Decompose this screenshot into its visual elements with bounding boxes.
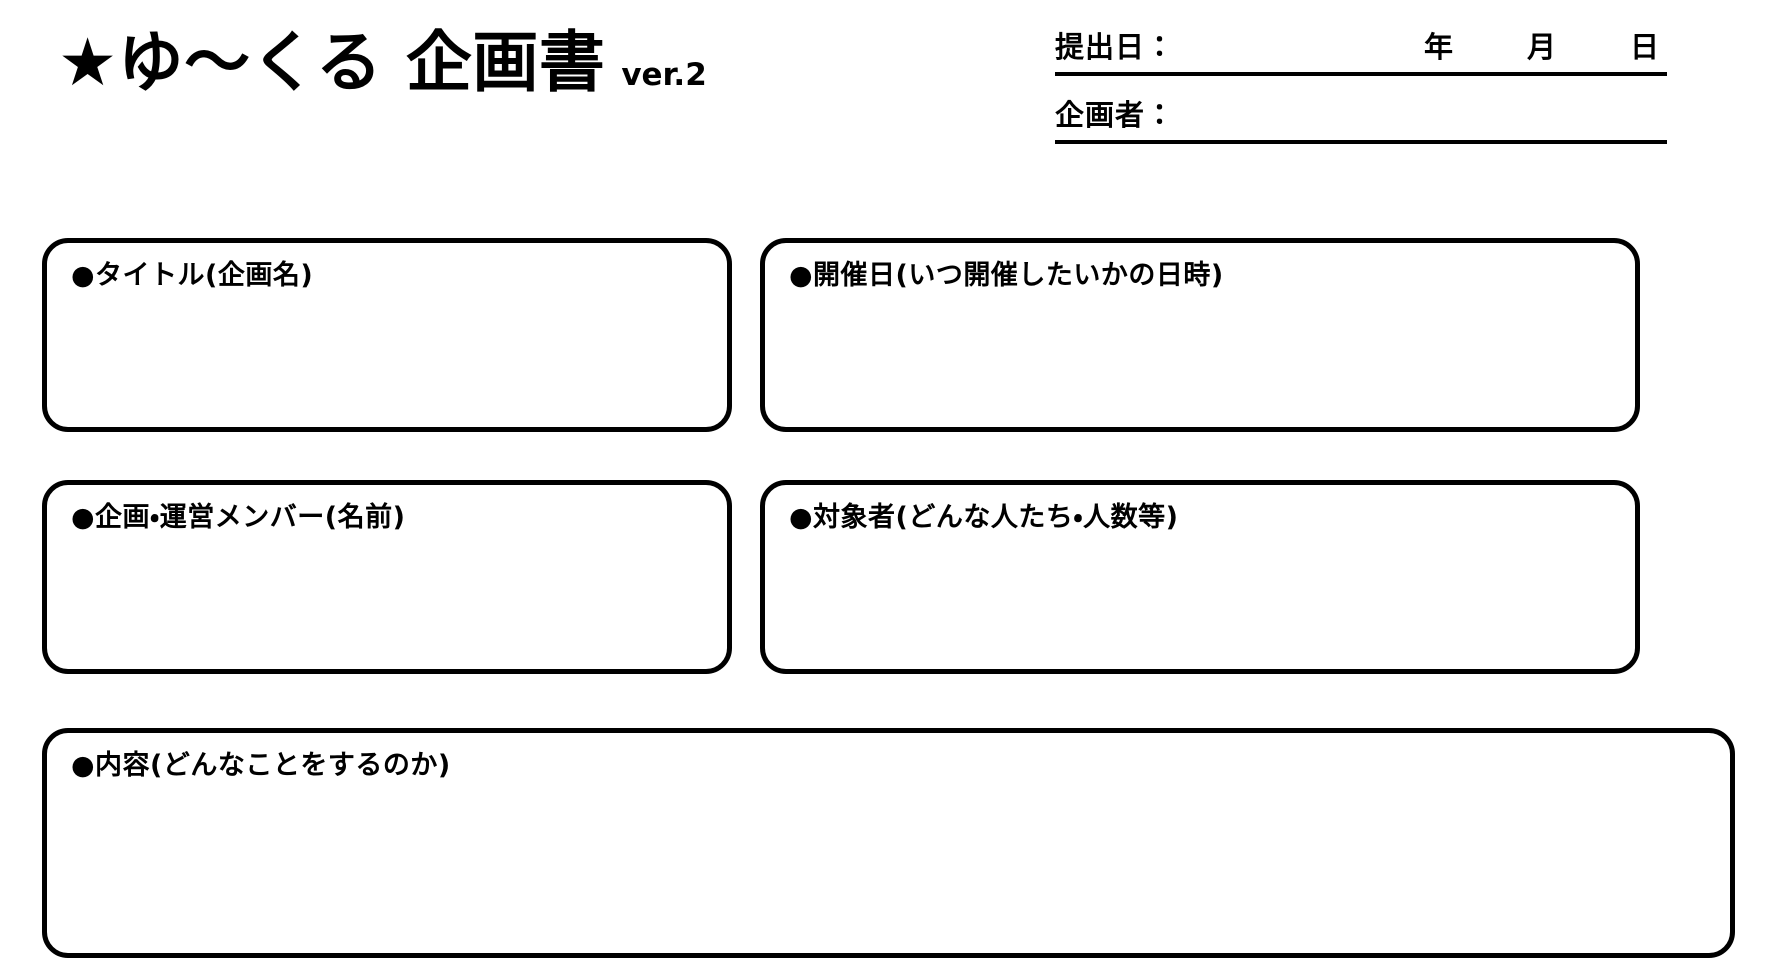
submission-date-label: 提出日： bbox=[1055, 30, 1176, 64]
section-box-title[interactable]: ●タイトル(企画名) bbox=[42, 238, 732, 432]
section-row-1: ●タイトル(企画名) ●開催日(いつ開催したいかの日時) bbox=[0, 238, 1766, 432]
header-fields: 提出日： 年 月 日 企画者： bbox=[1055, 18, 1667, 144]
page-title-main: ★ゆ〜くる 企画書 bbox=[58, 24, 606, 101]
section-box-members[interactable]: ●企画・運営メンバー(名前) bbox=[42, 480, 732, 674]
section-label-content: ●内容(どんなことをするのか) bbox=[71, 750, 451, 781]
planner-row: 企画者： bbox=[1055, 86, 1667, 144]
section-label-members: ●企画・運営メンバー(名前) bbox=[71, 502, 406, 533]
planner-label: 企画者： bbox=[1055, 98, 1176, 132]
date-unit-group: 年 月 日 bbox=[1424, 24, 1667, 66]
date-unit-year: 年 bbox=[1423, 30, 1453, 64]
section-label-target-audience: ●対象者(どんな人たち・人数等) bbox=[789, 502, 1179, 533]
section-box-target-audience[interactable]: ●対象者(どんな人たち・人数等) bbox=[760, 480, 1640, 674]
date-unit-month: 月 bbox=[1526, 30, 1556, 64]
page-title-version: ver.2 bbox=[621, 57, 707, 93]
sections-area: ●タイトル(企画名) ●開催日(いつ開催したいかの日時) ●企画・運営メンバー(… bbox=[0, 190, 1766, 958]
section-box-content[interactable]: ●内容(どんなことをするのか) bbox=[42, 728, 1735, 958]
page-title: ★ゆ〜くる 企画書 ver.2 bbox=[58, 30, 707, 96]
section-row-3: ●内容(どんなことをするのか) bbox=[0, 728, 1766, 958]
section-row-2: ●企画・運営メンバー(名前) ●対象者(どんな人たち・人数等) bbox=[0, 480, 1766, 674]
section-box-event-date[interactable]: ●開催日(いつ開催したいかの日時) bbox=[760, 238, 1640, 432]
section-label-event-date: ●開催日(いつ開催したいかの日時) bbox=[789, 260, 1224, 291]
date-unit-day: 日 bbox=[1629, 30, 1659, 64]
document-header: ★ゆ〜くる 企画書 ver.2 提出日： 年 月 日 企画者： bbox=[0, 0, 1766, 190]
section-label-title: ●タイトル(企画名) bbox=[71, 260, 314, 291]
submission-date-row: 提出日： 年 月 日 bbox=[1055, 18, 1667, 76]
